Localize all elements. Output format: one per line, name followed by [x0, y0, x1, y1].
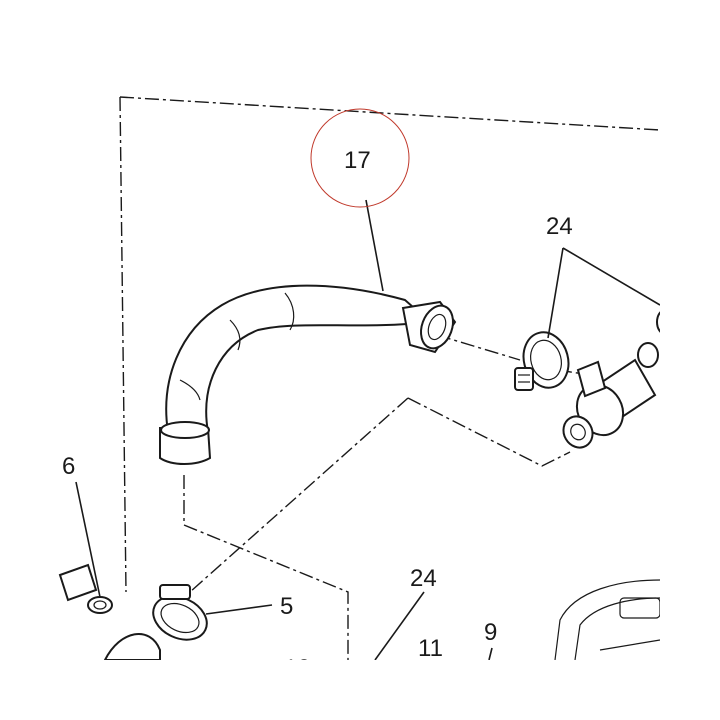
hose-clamp-top[interactable]	[514, 327, 574, 392]
right-crop	[660, 0, 720, 720]
connector-fitting[interactable]	[558, 309, 674, 453]
lower-body-part	[103, 579, 661, 661]
label-part-24-lower: 24	[410, 565, 437, 592]
label-part-24-top: 24	[546, 213, 573, 240]
boundary-lines	[119, 96, 661, 660]
hose-part-17[interactable]	[159, 284, 459, 465]
hose-clamp-bottom[interactable]	[146, 584, 214, 648]
label-part-5: 5	[280, 593, 293, 620]
highlight-circle	[310, 108, 410, 208]
label-part-17: 17	[344, 147, 371, 174]
label-part-6: 6	[62, 453, 75, 480]
clip-part-6[interactable]	[58, 563, 113, 614]
label-part-9: 9	[484, 619, 497, 646]
bottom-crop	[0, 660, 720, 720]
label-part-11: 11	[418, 635, 443, 662]
leader-lines	[75, 199, 661, 661]
